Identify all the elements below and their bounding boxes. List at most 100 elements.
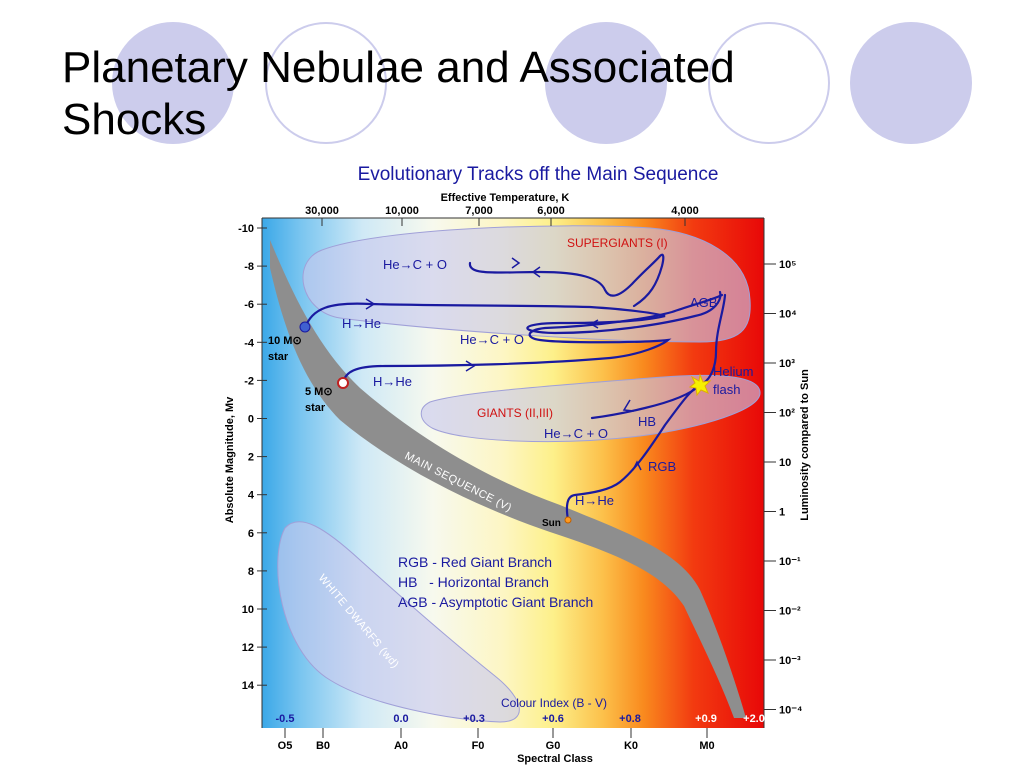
legend-agb: AGB - Asymptotic Giant Branch <box>398 594 593 610</box>
spectral-class-label: G0 <box>546 740 561 752</box>
temperature-tick-label: 7,000 <box>465 205 493 217</box>
supergiants-label: SUPERGIANTS (I) <box>567 236 668 250</box>
spectral-class-label: A0 <box>394 740 408 752</box>
helium-flash-burst <box>688 373 712 397</box>
bottom-axis-label: Spectral Class <box>517 753 593 765</box>
magnitude-tick-label: -10 <box>238 223 254 235</box>
temperature-axis: 30,000 10,000 7,000 6,000 4,000 <box>305 205 699 226</box>
track-label-h-he-1: H→He <box>342 316 381 331</box>
magnitude-axis: -10 -8 -6 -4 -2 0 2 4 6 8 10 12 14 <box>238 223 267 692</box>
arrow-4 <box>531 266 541 278</box>
giants-region <box>420 374 761 443</box>
track-horizontal-branch <box>590 383 702 420</box>
magnitude-tick-label: 6 <box>248 528 254 540</box>
giants-label: GIANTS (II,III) <box>477 406 553 420</box>
magnitude-tick-label: -4 <box>244 337 255 349</box>
spectral-class-label: F0 <box>472 740 485 752</box>
legend-hb: HB - Horizontal Branch <box>398 574 549 590</box>
track-label-agb: AGB <box>690 295 717 310</box>
luminosity-axis: 10⁵ 10⁴ 10³ 10² 10 1 10⁻¹ 10⁻² 10⁻³ 10⁻⁴ <box>764 259 802 717</box>
magnitude-tick-label: 8 <box>248 566 254 578</box>
temperature-tick-label: 4,000 <box>671 205 699 217</box>
arrow-3 <box>511 257 521 269</box>
slide-title-line-2: Shocks <box>62 95 207 144</box>
colour-index-value: +0.6 <box>542 713 564 725</box>
spectral-class-label: B0 <box>316 740 330 752</box>
magnitude-tick-label: 4 <box>248 490 255 502</box>
track-label-he-c-o-2: He→C + O <box>460 332 524 347</box>
five-solar-mass: 5 M⊙ <box>305 386 333 398</box>
ten-solar-star-word: star <box>268 351 289 363</box>
arrow-1 <box>365 298 376 310</box>
track-5-solar <box>341 293 724 385</box>
temperature-tick-label: 6,000 <box>537 205 565 217</box>
magnitude-tick-label: -2 <box>244 375 254 387</box>
track-sun <box>565 293 727 522</box>
white-dwarfs-region <box>277 521 520 723</box>
top-axis-label: Effective Temperature, K <box>441 192 570 204</box>
decor-circle-2 <box>265 22 387 144</box>
sun-dot <box>564 516 572 524</box>
colour-index-value: +2.0 <box>743 713 765 725</box>
magnitude-tick-label: -8 <box>244 261 254 273</box>
luminosity-tick-label: 10⁻² <box>779 606 801 618</box>
spectral-class-label: O5 <box>278 740 293 752</box>
decor-circle-1 <box>112 22 234 144</box>
luminosity-tick-label: 10⁻⁴ <box>779 705 802 717</box>
magnitude-tick-label: 14 <box>242 680 255 692</box>
track-label-h-he-2: H→He <box>373 374 412 389</box>
magnitude-tick-label: 12 <box>242 642 254 654</box>
temperature-tick-label: 30,000 <box>305 205 339 217</box>
right-axis-label: Luminosity compared to Sun <box>799 369 811 521</box>
arrow-6 <box>622 399 635 412</box>
legend-rgb: RGB - Red Giant Branch <box>398 554 552 570</box>
spectral-class-label: K0 <box>624 740 638 752</box>
arrow-5 <box>589 319 599 329</box>
luminosity-tick-label: 10⁴ <box>779 309 797 321</box>
magnitude-tick-label: 10 <box>242 604 254 616</box>
luminosity-tick-label: 10 <box>779 457 791 469</box>
luminosity-tick-label: 10³ <box>779 358 795 370</box>
track-label-hb: HB <box>638 414 656 429</box>
colour-index-value: +0.3 <box>463 713 485 725</box>
luminosity-tick-label: 10² <box>779 408 795 420</box>
temperature-tick-label: 10,000 <box>385 205 419 217</box>
arrow-7 <box>632 460 642 471</box>
track-label-he-c-o-3: He→C + O <box>544 426 608 441</box>
arrow-2 <box>465 360 476 372</box>
slide-title: Planetary Nebulae and Associated Shocks <box>62 42 862 146</box>
decor-circle-5 <box>850 22 972 144</box>
magnitude-tick-label: -6 <box>244 299 254 311</box>
spectral-class-label: M0 <box>699 740 714 752</box>
supergiants-region <box>302 225 751 343</box>
star-10-solar-dot <box>299 321 311 333</box>
spectral-axis: O5 B0 A0 F0 G0 K0 M0 <box>278 728 715 752</box>
magnitude-tick-label: 2 <box>248 452 254 464</box>
magnitude-tick-label: 0 <box>248 414 254 426</box>
star-5-solar-dot <box>337 377 349 389</box>
decor-circle-3 <box>545 22 667 144</box>
luminosity-tick-label: 1 <box>779 507 785 519</box>
colour-index-value: +0.8 <box>619 713 641 725</box>
colour-index-label: Colour Index (B - V) <box>501 696 607 710</box>
track-label-h-he-3: H→He <box>575 493 614 508</box>
colour-index-value: 0.0 <box>393 713 408 725</box>
track-label-he-c-o-1: He→C + O <box>383 257 447 272</box>
ten-solar-mass: 10 M⊙ <box>268 335 302 347</box>
ten-solar-label: 10 M⊙ <box>268 335 302 347</box>
luminosity-tick-label: 10⁵ <box>779 259 796 271</box>
luminosity-tick-label: 10⁻¹ <box>779 556 801 568</box>
track-label-flash: flash <box>713 382 740 397</box>
slide-title-line-1: Planetary Nebulae and Associated <box>62 43 735 92</box>
five-solar-star-word: star <box>305 402 326 414</box>
luminosity-tick-label: 10⁻³ <box>779 655 801 667</box>
colour-index-value: -0.5 <box>276 713 295 725</box>
colour-index-row: -0.5 0.0 +0.3 +0.6 +0.8 +0.9 +2.0 <box>276 713 765 725</box>
track-label-helium: Helium <box>713 364 753 379</box>
track-label-rgb: RGB <box>648 459 676 474</box>
colour-index-value: +0.9 <box>695 713 717 725</box>
sun-label: Sun <box>542 518 561 529</box>
diagram-title: Evolutionary Tracks off the Main Sequenc… <box>358 164 719 185</box>
left-axis-label: Absolute Magnitude, Mv <box>224 396 236 523</box>
